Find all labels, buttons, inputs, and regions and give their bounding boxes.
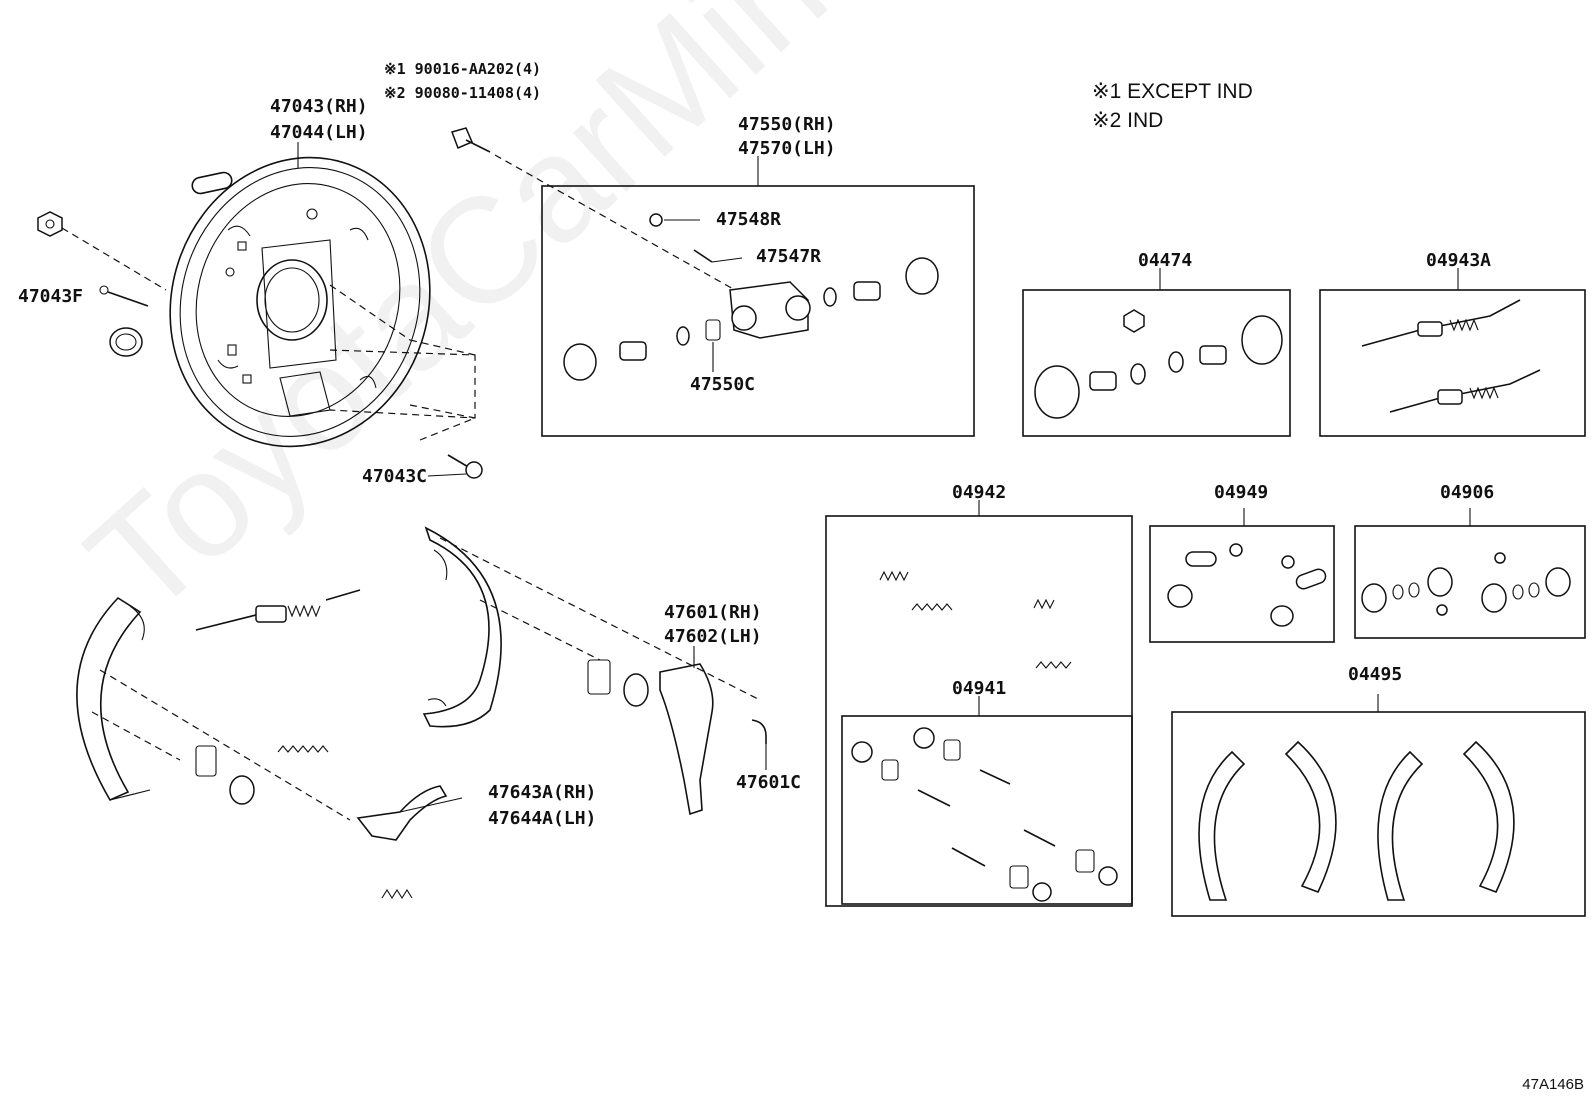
- label-wheel-cyl-rh: 47550(RH): [738, 114, 836, 135]
- figure-id: 47A146B: [1522, 1076, 1584, 1093]
- label-wheel-cyl-lh: 47570(LH): [738, 138, 836, 159]
- label-clip: 47601C: [736, 772, 802, 793]
- kit-04474: [1034, 309, 1283, 419]
- label-plug: 47043C: [362, 466, 428, 487]
- brake-shoe-center: [422, 526, 502, 728]
- label-lever2-lh: 47644A(LH): [488, 808, 597, 829]
- bolt-icon: [451, 127, 491, 153]
- label-kit-04941: 04941: [952, 678, 1007, 699]
- label-lever2-rh: 47643A(RH): [488, 782, 597, 803]
- bolt-callout-line2: ※2 90080-11408(4): [384, 84, 542, 102]
- kit-04941: [851, 727, 1118, 902]
- label-kit-04495: 04495: [1348, 664, 1403, 685]
- lever-47601: [659, 663, 714, 816]
- label-lever-lh: 47602(LH): [664, 626, 762, 647]
- label-kit-04943A: 04943A: [1426, 250, 1492, 271]
- wheel-cylinder: [563, 213, 939, 381]
- label-cyl-spring: 47550C: [690, 374, 756, 395]
- kit-04495-shoes: [1198, 740, 1515, 901]
- label-bleeder-cap: 47548R: [716, 209, 782, 230]
- backing-plate: [169, 156, 431, 448]
- label-kit-04906: 04906: [1440, 482, 1495, 503]
- kit-04906: [1361, 552, 1571, 616]
- label-backing-plate-lh: 47044(LH): [270, 122, 368, 143]
- plug-icon: [447, 454, 483, 479]
- label-kit-04942: 04942: [952, 482, 1007, 503]
- bolt-callout-line1: ※1 90016-AA202(4): [384, 60, 542, 78]
- label-kit-04474: 04474: [1138, 250, 1193, 271]
- nut-icon: [37, 211, 63, 237]
- brake-shoe-left: [76, 596, 151, 802]
- label-nut: 47043F: [18, 286, 84, 307]
- kit-04942-springs: [879, 570, 1072, 669]
- label-lever-rh: 47601(RH): [664, 602, 762, 623]
- label-kit-04949: 04949: [1214, 482, 1269, 503]
- label-backing-plate-rh: 47043(RH): [270, 96, 368, 117]
- kit-04949: [1167, 543, 1327, 627]
- kit-04943A: [1361, 299, 1541, 413]
- label-bleeder-plug: 47547R: [756, 246, 822, 267]
- adjuster: [195, 589, 361, 631]
- legend-note-2: ※2 IND: [1092, 109, 1164, 132]
- legend-note-1: ※1 EXCEPT IND: [1092, 80, 1253, 103]
- parking-lever: [356, 785, 448, 841]
